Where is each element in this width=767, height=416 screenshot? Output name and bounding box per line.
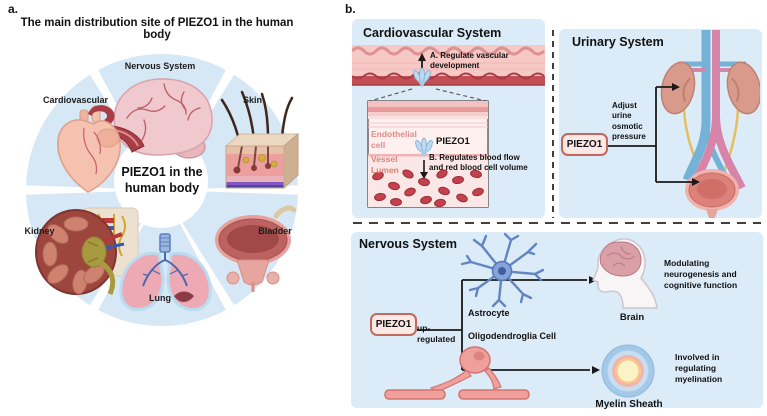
heart-icon: [57, 105, 145, 193]
urinary-illustration: [608, 30, 760, 218]
piezo1-channel-icon: [415, 137, 433, 158]
bladder-icon: [215, 205, 297, 292]
annotation-regulates-blood-flow: B. Regulates blood flow and red blood ce…: [429, 153, 528, 173]
segment-label-cardiovascular: Cardiovascular: [42, 95, 109, 105]
panel-b-label: b.: [345, 2, 356, 16]
lung-icon: [119, 233, 212, 312]
oligodendroglia-icon: [384, 346, 530, 400]
segment-label-skin: Skin: [242, 95, 262, 105]
panel-a-title: The main distribution site of PIEZO1 in …: [20, 17, 294, 41]
skin-icon: [220, 90, 300, 190]
brain-label: Brain: [619, 312, 645, 323]
piezo1-channel-label: PIEZO1: [436, 136, 470, 147]
vessel-illustration: [352, 45, 545, 208]
myelin-sheath-icon: [601, 344, 655, 398]
piezo1-channel-icon: [413, 67, 431, 88]
annotation-regulating-myelination: Involved in regulating myelination: [675, 352, 723, 385]
urinary-arrows: [608, 86, 692, 183]
horizontal-dashed-divider: [353, 222, 761, 224]
segment-label-bladder: Bladder: [258, 226, 292, 236]
astrocyte-icon: [460, 232, 545, 308]
red-blood-cells: [372, 169, 484, 208]
kidney-icon: [35, 207, 139, 295]
panel-a-label: a.: [8, 2, 19, 16]
cardiovascular-heading: Cardiovascular System: [363, 26, 502, 40]
urinary-heading: Urinary System: [572, 35, 664, 49]
nervous-heading: Nervous System: [359, 237, 457, 251]
brain-icon: [113, 78, 213, 159]
piezo1-box-urinary: PIEZO1: [561, 133, 608, 156]
myelin-sheath-label: Myelin Sheath: [595, 399, 663, 410]
annotation-regulate-vascular: A. Regulate vascular development: [430, 51, 509, 71]
bladder-small-icon: [685, 169, 739, 218]
annotation-modulating-neurogenesis: Modulating neurogenesis and cognitive fu…: [664, 258, 738, 291]
annotation-adjust-urine: Adjust urine osmotic pressure: [612, 101, 646, 142]
piezo1-box-nervous: PIEZO1: [370, 313, 417, 336]
vertical-dashed-divider: [552, 30, 554, 218]
head-brain-icon: [591, 238, 658, 309]
astrocyte-label: Astrocyte: [468, 308, 510, 318]
segment-label-lung: Lung: [149, 293, 171, 303]
distribution-wheel-diagram: [26, 54, 300, 326]
oligodendroglia-label: Oligodendroglia Cell: [468, 331, 557, 341]
vessel-lumen-label: Vessel Lumen: [371, 154, 399, 176]
segment-label-kidney: Kidney: [24, 226, 55, 236]
wheel-center-label: PIEZO1 in the human body: [121, 165, 203, 195]
endothelial-cell-label: Endothelial cell: [371, 129, 417, 151]
nervous-connector-lines: [417, 279, 590, 371]
nervous-illustration: [384, 232, 658, 400]
up-regulated-label: up-regulated: [417, 323, 456, 345]
segment-label-nervous: Nervous System: [124, 61, 196, 71]
nervous-section: [351, 232, 763, 408]
